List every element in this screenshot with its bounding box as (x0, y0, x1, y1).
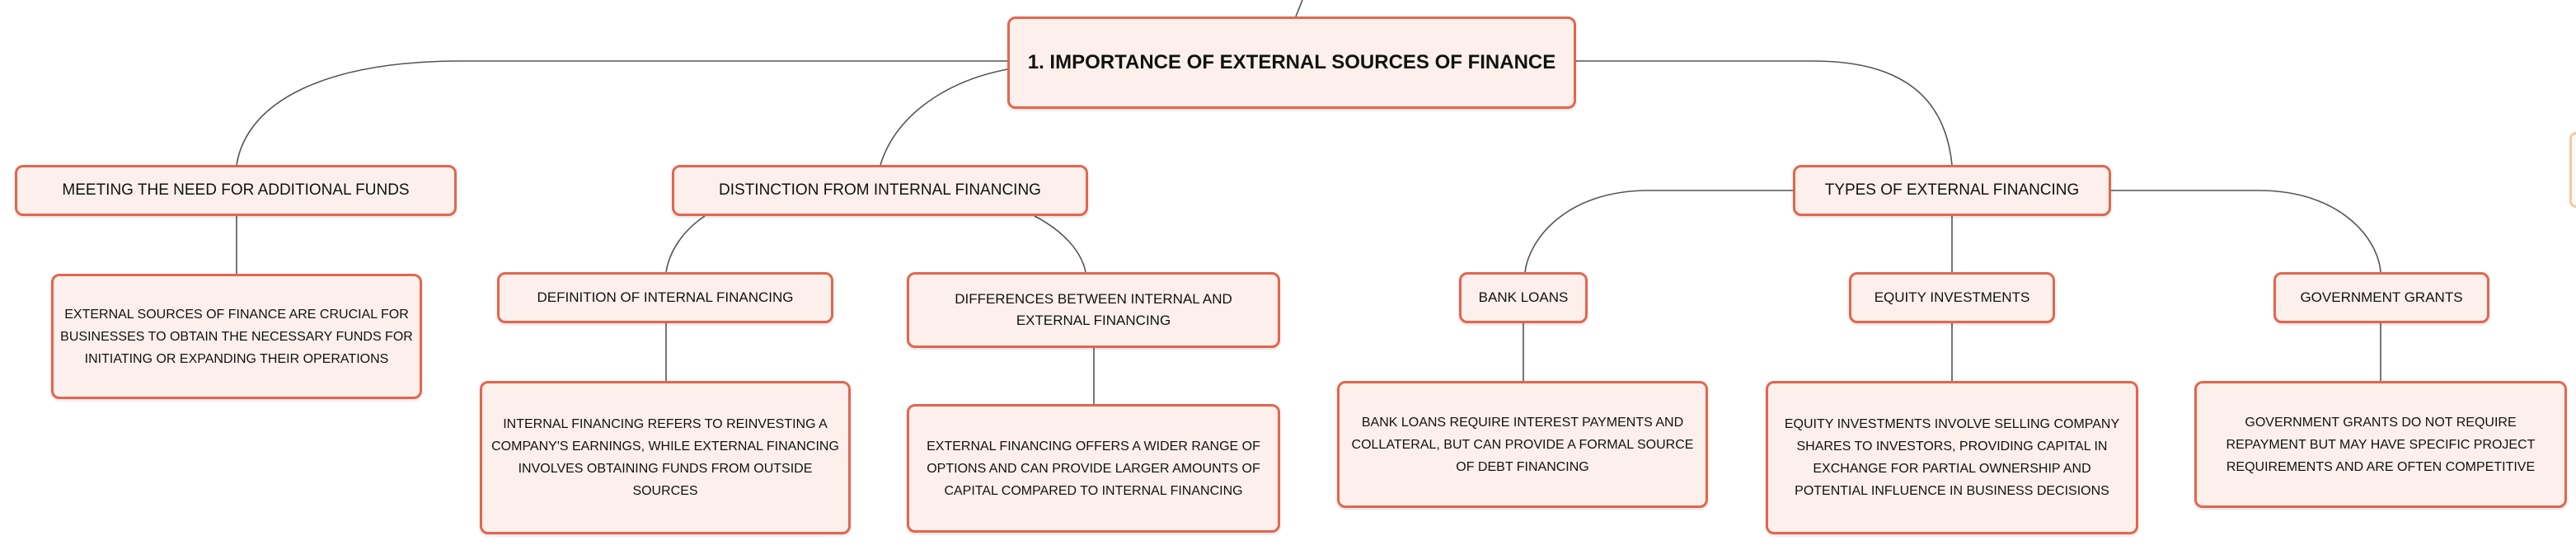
subtopic-label: DIFFERENCES BETWEEN INTERNAL AND EXTERNA… (955, 291, 1232, 328)
connector-root-distinction (880, 68, 1008, 166)
connector-distinction-differences (1034, 215, 1086, 273)
topic-label: MEETING THE NEED FOR ADDITIONAL FUNDS (62, 181, 410, 199)
topic-additional-funds[interactable]: MEETING THE NEED FOR ADDITIONAL FUNDS (15, 165, 457, 216)
detail-equity-investments[interactable]: EQUITY INVESTMENTS INVOLVE SELLING COMPA… (1766, 381, 2138, 534)
detail-text: EXTERNAL FINANCING OFFERS A WIDER RANGE … (927, 439, 1260, 498)
subtopic-equity-investments[interactable]: EQUITY INVESTMENTS (1849, 272, 2055, 323)
topic-label: TYPES OF EXTERNAL FINANCING (1824, 181, 2080, 199)
subtopic-differences[interactable]: DIFFERENCES BETWEEN INTERNAL AND EXTERNA… (907, 272, 1280, 348)
connector-root-types (1576, 60, 1953, 166)
connector-types-bank (1524, 190, 1793, 273)
subtopic-government-grants[interactable]: GOVERNMENT GRANTS (2273, 272, 2489, 323)
connector-types-grants (2111, 190, 2381, 273)
subtopic-label: DEFINITION OF INTERNAL FINANCING (537, 289, 794, 305)
subtopic-label: GOVERNMENT GRANTS (2300, 289, 2463, 305)
topic-distinction-internal[interactable]: DISTINCTION FROM INTERNAL FINANCING (672, 165, 1088, 216)
detail-text: GOVERNMENT GRANTS DO NOT REQUIRE REPAYME… (2226, 415, 2536, 474)
connector-distinction-definition (665, 215, 706, 273)
detail-bank-loans[interactable]: BANK LOANS REQUIRE INTEREST PAYMENTS AND… (1337, 381, 1708, 508)
subtopic-definition-internal[interactable]: DEFINITION OF INTERNAL FINANCING (497, 272, 833, 323)
detail-text: EQUITY INVESTMENTS INVOLVE SELLING COMPA… (1784, 417, 2120, 498)
root-topic[interactable]: 1. IMPORTANCE OF EXTERNAL SOURCES OF FIN… (1007, 16, 1576, 109)
detail-text: INTERNAL FINANCING REFERS TO REINVESTING… (491, 417, 839, 498)
detail-additional-funds[interactable]: EXTERNAL SOURCES OF FINANCE ARE CRUCIAL … (51, 274, 422, 399)
subtopic-label: EQUITY INVESTMENTS (1874, 289, 2030, 305)
detail-differences[interactable]: EXTERNAL FINANCING OFFERS A WIDER RANGE … (907, 404, 1280, 533)
detail-government-grants[interactable]: GOVERNMENT GRANTS DO NOT REQUIRE REPAYME… (2194, 381, 2567, 508)
subtopic-bank-loans[interactable]: BANK LOANS (1459, 272, 1588, 323)
offscreen-node-edge[interactable] (2569, 132, 2576, 208)
topic-label: DISTINCTION FROM INTERNAL FINANCING (719, 181, 1041, 199)
detail-text: BANK LOANS REQUIRE INTEREST PAYMENTS AND… (1351, 415, 1694, 474)
topic-types-external[interactable]: TYPES OF EXTERNAL FINANCING (1793, 165, 2111, 216)
detail-text: EXTERNAL SOURCES OF FINANCE ARE CRUCIAL … (60, 307, 413, 366)
connector-parent (1295, 0, 1303, 17)
root-topic-label: 1. IMPORTANCE OF EXTERNAL SOURCES OF FIN… (1027, 51, 1556, 73)
connector-root-funds (236, 60, 1007, 166)
subtopic-label: BANK LOANS (1478, 289, 1569, 305)
detail-definition-internal[interactable]: INTERNAL FINANCING REFERS TO REINVESTING… (480, 381, 851, 534)
